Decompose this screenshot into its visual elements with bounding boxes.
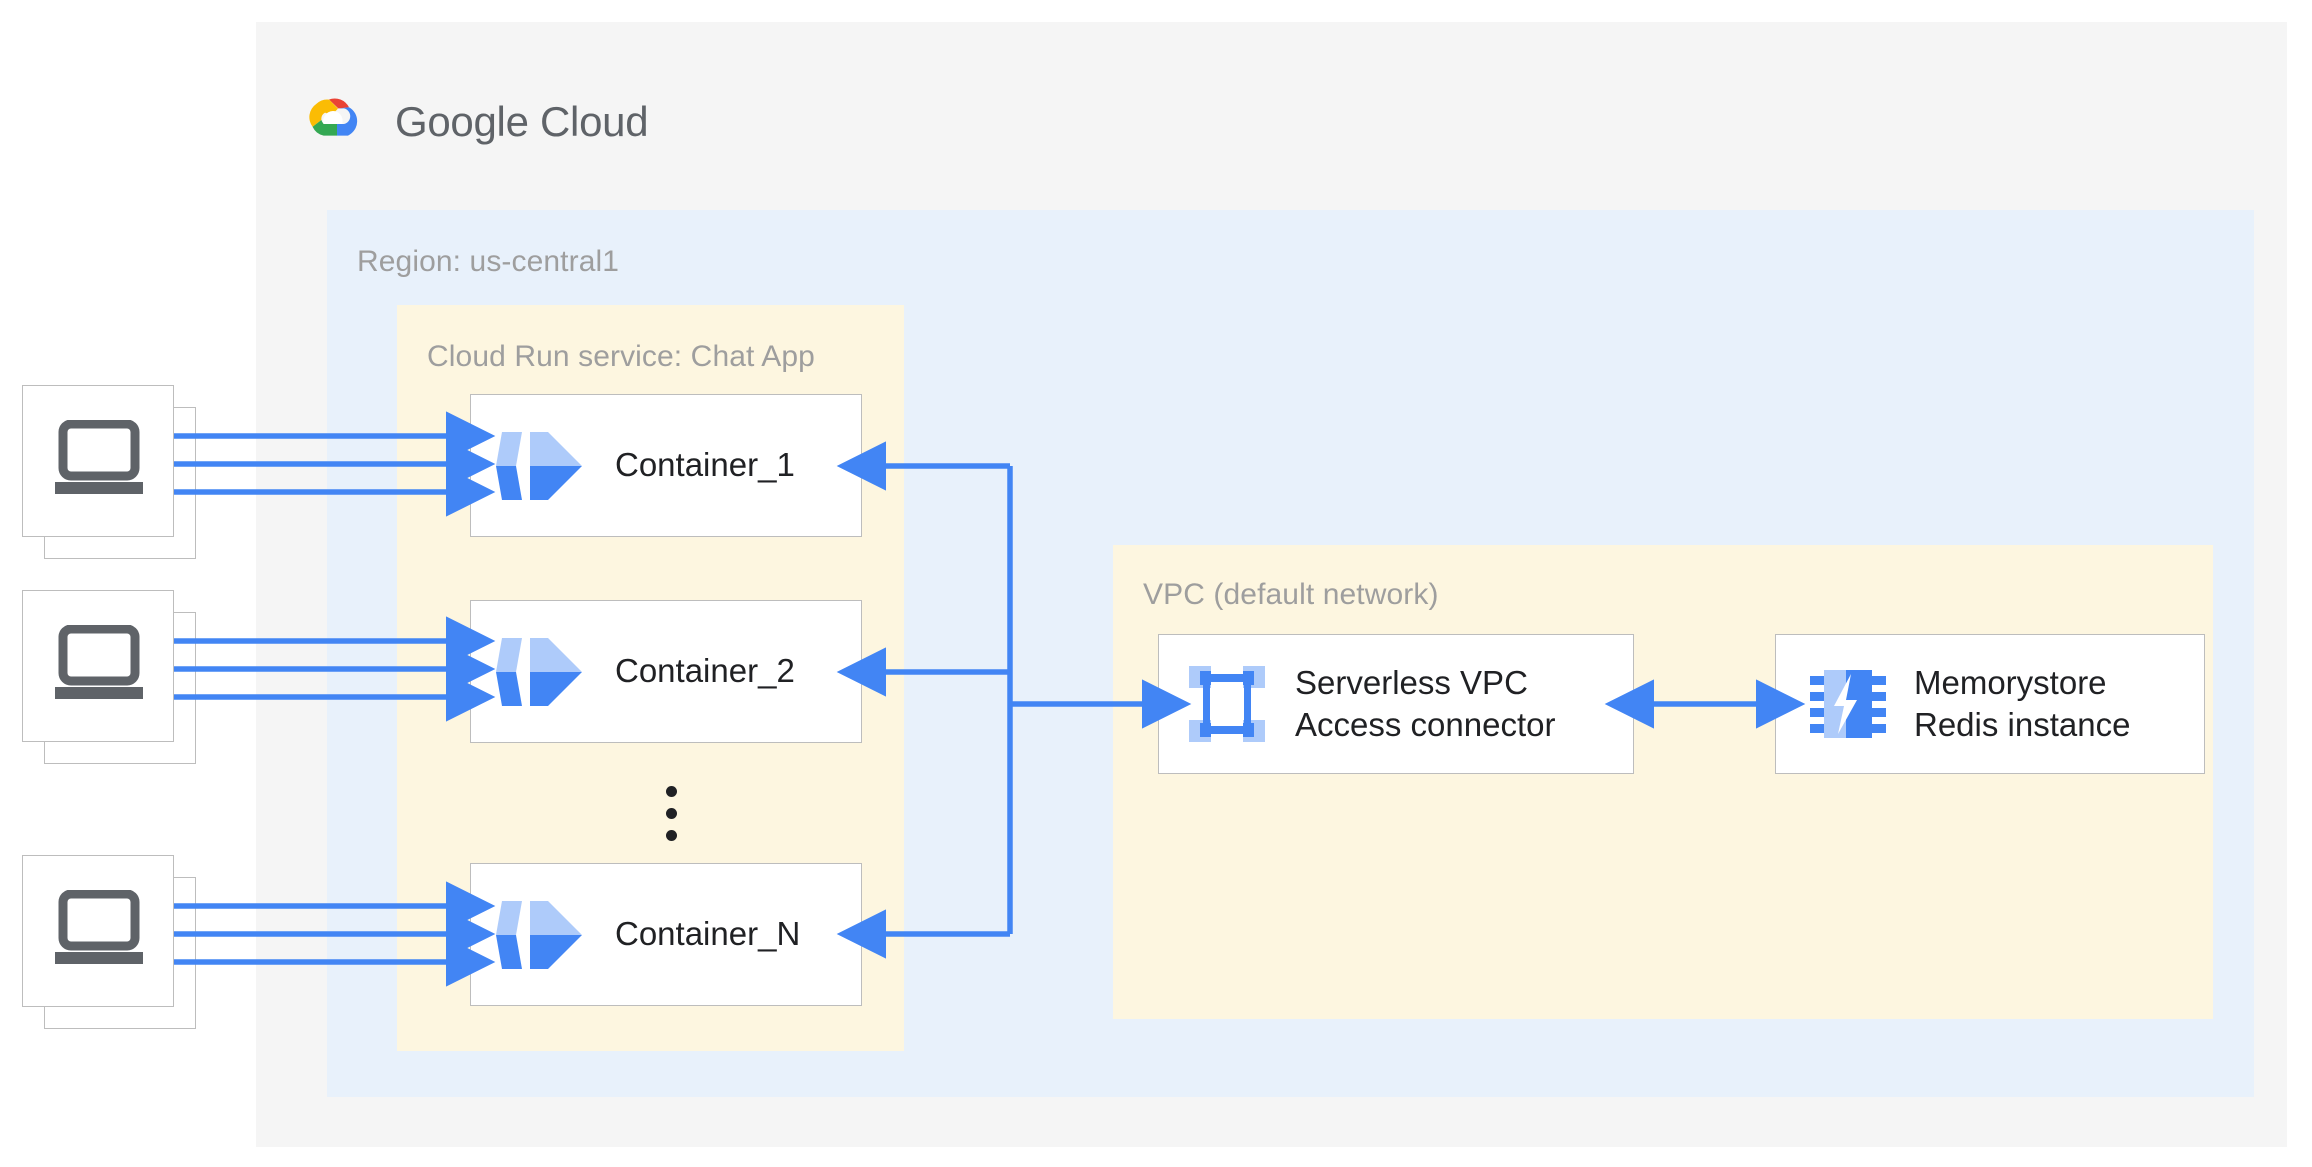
vpc-label: VPC (default network) [1143, 578, 1439, 611]
vpc-panel [1113, 545, 2213, 1019]
client-card-front [22, 590, 174, 742]
client-card-front [22, 855, 174, 1007]
cloud-run-icon [489, 426, 589, 506]
memorystore-chip-icon [1808, 666, 1888, 742]
wordmark-google: Google [395, 98, 529, 145]
container-node-1[interactable]: Container_1 [470, 394, 862, 537]
container-label: Container_1 [615, 446, 795, 484]
laptop-icon [55, 420, 143, 494]
serverless-vpc-access-connector-label: Serverless VPC Access connector [1295, 663, 1556, 743]
memorystore-redis-instance-label: Memorystore Redis instance [1914, 663, 2131, 743]
cloud-run-service-label: Cloud Run service: Chat App [427, 340, 815, 373]
wordmark-cloud: Cloud [540, 98, 649, 145]
ellipsis-dot [666, 786, 677, 797]
client-stack-2[interactable] [22, 590, 197, 765]
google-cloud-logo-icon [309, 98, 358, 136]
client-card-front [22, 385, 174, 537]
memorystore-redis-instance-node[interactable]: Memorystore Redis instance [1775, 634, 2205, 774]
region-label: Region: us-central1 [357, 245, 620, 278]
ellipsis-dot [666, 808, 677, 819]
containers-ellipsis [666, 786, 677, 841]
vpc-connector-icon [1183, 666, 1271, 742]
container-label: Container_2 [615, 652, 795, 690]
container-node-n[interactable]: Container_N [470, 863, 862, 1006]
laptop-icon [55, 625, 143, 699]
cloud-run-icon [489, 895, 589, 975]
client-stack-1[interactable] [22, 385, 197, 560]
ellipsis-dot [666, 830, 677, 841]
container-label: Container_N [615, 915, 801, 953]
cloud-run-icon [489, 632, 589, 712]
serverless-vpc-access-connector-node[interactable]: Serverless VPC Access connector [1158, 634, 1634, 774]
client-stack-3[interactable] [22, 855, 197, 1030]
laptop-icon [55, 890, 143, 964]
container-node-2[interactable]: Container_2 [470, 600, 862, 743]
google-cloud-wordmark: Google Cloud [395, 98, 649, 146]
